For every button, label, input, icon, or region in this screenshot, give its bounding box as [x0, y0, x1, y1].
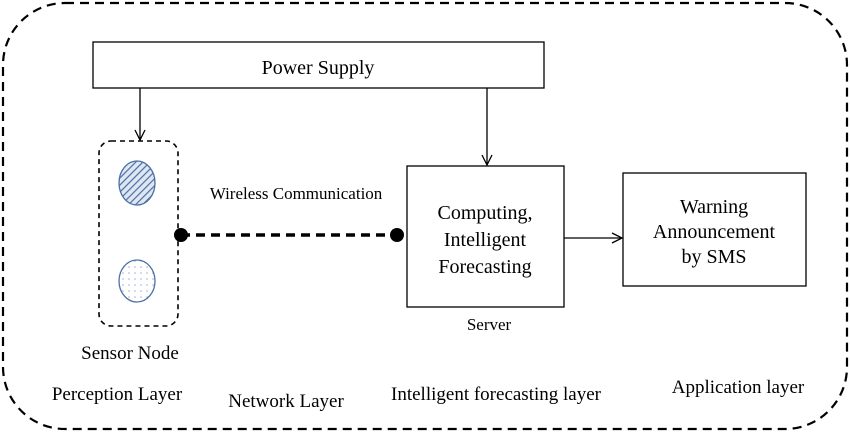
wireless-label: Wireless Communication	[210, 184, 383, 203]
warning-box	[622, 172, 807, 287]
warning-line-3: by SMS	[681, 246, 746, 268]
server-line-1: Computing,	[437, 202, 532, 224]
server-box	[406, 165, 565, 308]
warning-line-2: Announcement	[653, 221, 776, 243]
sensor-dotted-icon	[118, 259, 156, 303]
layer-perception: Perception Layer	[52, 384, 183, 405]
warning-line-1: Warning	[680, 196, 748, 218]
server-line-3: Forecasting	[438, 256, 531, 278]
power-supply-box	[92, 41, 545, 89]
sensor-hatched-icon	[118, 160, 156, 206]
layer-intelligent: Intelligent forecasting layer	[391, 384, 602, 405]
power-supply-label: Power Supply	[262, 57, 375, 79]
wireless-endpoint-left	[174, 228, 188, 242]
layer-network: Network Layer	[228, 391, 344, 412]
layer-application: Application layer	[672, 377, 805, 398]
server-line-2: Intelligent	[444, 229, 527, 251]
sensor-node-label: Sensor Node	[81, 343, 179, 364]
server-label: Server	[467, 315, 512, 334]
wireless-endpoint-right	[390, 228, 404, 242]
